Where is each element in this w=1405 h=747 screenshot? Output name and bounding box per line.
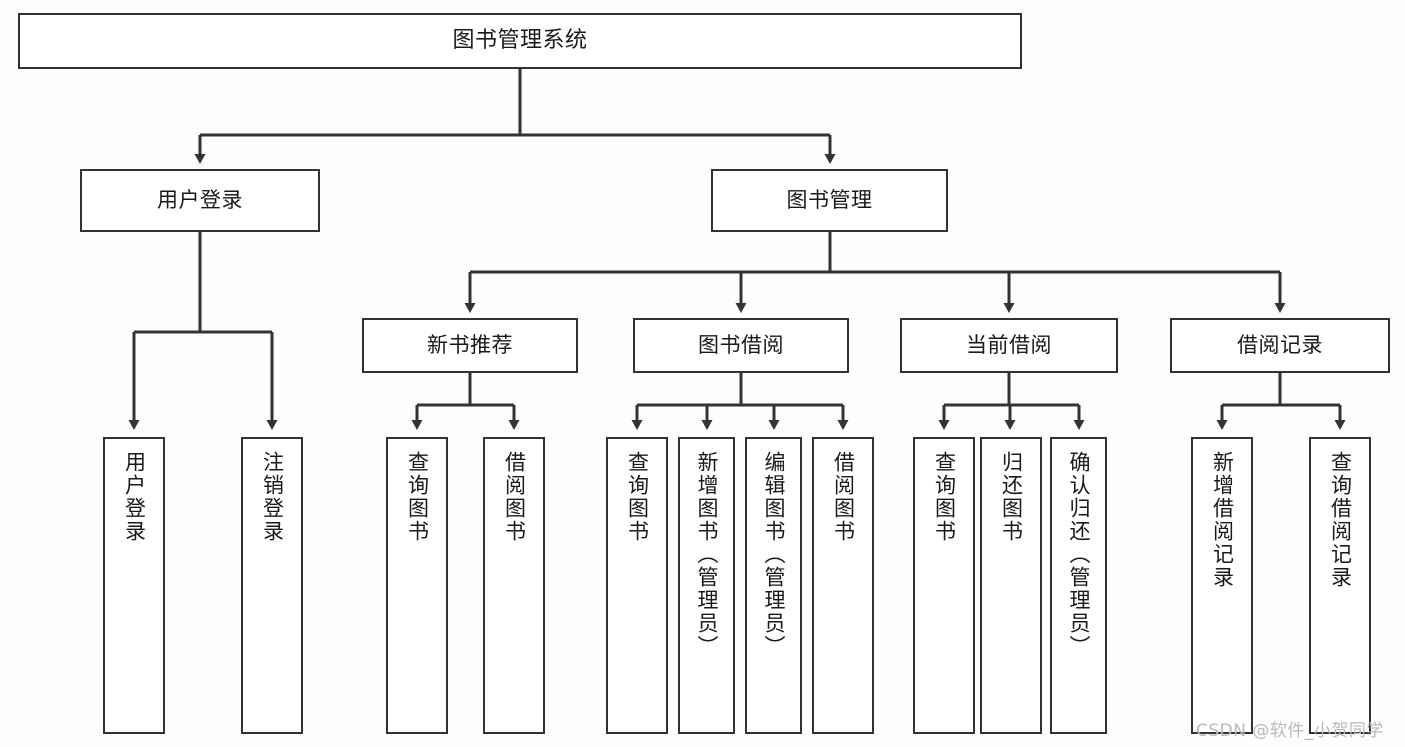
node-leaf-add-book-label: 新增图书（管理员） <box>695 451 719 658</box>
node-leaf-borrow-book-1[interactable]: 借阅图书 <box>483 437 545 734</box>
node-root[interactable]: 图书管理系统 <box>18 13 1022 69</box>
node-leaf-return-book-label: 归还图书 <box>999 451 1024 543</box>
node-user-login-label: 用户登录 <box>157 187 243 212</box>
node-leaf-return-book[interactable]: 归还图书 <box>980 437 1042 734</box>
node-leaf-user-login[interactable]: 用户登录 <box>103 437 165 734</box>
node-leaf-user-login-label: 用户登录 <box>122 451 147 543</box>
node-leaf-add-book[interactable]: 新增图书（管理员） <box>678 437 735 734</box>
node-leaf-query-book-2[interactable]: 查询图书 <box>606 437 668 734</box>
node-leaf-query-book-2-label: 查询图书 <box>625 451 650 543</box>
node-book-borrow[interactable]: 图书借阅 <box>633 318 849 373</box>
node-new-book-rec-label: 新书推荐 <box>427 332 513 357</box>
node-new-book-rec[interactable]: 新书推荐 <box>362 318 578 373</box>
node-leaf-query-record-label: 查询借阅记录 <box>1328 451 1353 589</box>
node-book-manage-label: 图书管理 <box>786 187 873 212</box>
csdn-watermark: CSDN @软件_小贺同学 <box>1196 721 1384 741</box>
node-leaf-query-book-1[interactable]: 查询图书 <box>386 437 448 734</box>
node-current-borrow-label: 当前借阅 <box>966 332 1052 357</box>
node-leaf-edit-book-label: 编辑图书（管理员） <box>762 451 786 658</box>
node-leaf-add-record[interactable]: 新增借阅记录 <box>1191 437 1253 734</box>
node-current-borrow[interactable]: 当前借阅 <box>900 318 1118 373</box>
node-borrow-record[interactable]: 借阅记录 <box>1170 318 1390 373</box>
node-leaf-user-logout-label: 注销登录 <box>260 451 285 543</box>
node-leaf-edit-book[interactable]: 编辑图书（管理员） <box>745 437 802 734</box>
node-leaf-confirm-return[interactable]: 确认归还（管理员） <box>1050 437 1107 734</box>
node-root-label: 图书管理系统 <box>452 27 588 53</box>
node-leaf-user-logout[interactable]: 注销登录 <box>241 437 303 734</box>
node-leaf-confirm-return-label: 确认归还（管理员） <box>1067 451 1091 658</box>
node-leaf-borrow-book-2[interactable]: 借阅图书 <box>812 437 874 734</box>
node-leaf-borrow-book-1-label: 借阅图书 <box>502 451 527 543</box>
node-borrow-record-label: 借阅记录 <box>1237 332 1323 357</box>
node-user-login[interactable]: 用户登录 <box>80 169 320 232</box>
node-leaf-query-book-1-label: 查询图书 <box>405 451 430 543</box>
node-book-borrow-label: 图书借阅 <box>698 332 784 357</box>
node-leaf-borrow-book-2-label: 借阅图书 <box>831 451 856 543</box>
node-book-manage[interactable]: 图书管理 <box>711 169 948 232</box>
node-leaf-query-book-3-label: 查询图书 <box>932 451 957 543</box>
node-leaf-query-record[interactable]: 查询借阅记录 <box>1309 437 1371 734</box>
node-leaf-query-book-3[interactable]: 查询图书 <box>913 437 975 734</box>
node-leaf-add-record-label: 新增借阅记录 <box>1210 451 1235 589</box>
